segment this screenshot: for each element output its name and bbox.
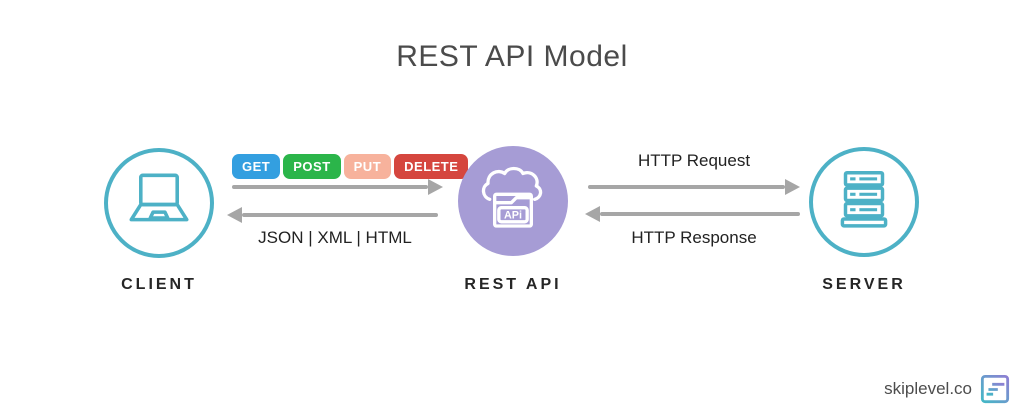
post-badge: POST [283, 154, 341, 179]
api-to-client-arrow [227, 207, 438, 223]
put-badge: PUT [343, 154, 392, 179]
brand-footer: skiplevel.co [884, 374, 1010, 404]
http-response-label: HTTP Response [631, 228, 757, 247]
get-badge: GET [232, 154, 281, 179]
client-label: CLIENT [121, 276, 197, 293]
laptop-icon [121, 165, 197, 241]
rest-api-label: REST API [464, 276, 562, 293]
response-formats-label: JSON | XML | HTML [258, 228, 412, 247]
rest-api-node: APi [458, 146, 568, 256]
server-to-api-arrow [585, 206, 800, 222]
arrowhead-left-icon [585, 206, 600, 222]
skiplevel-logo-icon [980, 374, 1010, 404]
server-rack-icon [827, 165, 901, 239]
arrowhead-right-icon [785, 179, 800, 195]
arrow-line [588, 185, 785, 189]
arrowhead-left-icon [227, 207, 242, 223]
server-node [809, 147, 919, 257]
page-title: REST API Model [396, 40, 628, 73]
delete-badge: DELETE [394, 154, 469, 179]
http-request-label: HTTP Request [637, 151, 751, 170]
arrowhead-right-icon [428, 179, 443, 195]
http-method-badges: GET POST PUT DELETE [232, 154, 469, 179]
client-node [104, 148, 214, 258]
api-icon-text: APi [504, 210, 522, 222]
api-to-server-arrow [588, 179, 800, 195]
arrow-line [600, 212, 800, 216]
arrow-line [232, 185, 428, 189]
brand-text: skiplevel.co [884, 379, 972, 398]
server-label: SERVER [822, 276, 906, 293]
client-to-api-arrow [232, 179, 443, 195]
arrow-line [242, 213, 438, 217]
cloud-api-icon: APi [473, 161, 553, 241]
